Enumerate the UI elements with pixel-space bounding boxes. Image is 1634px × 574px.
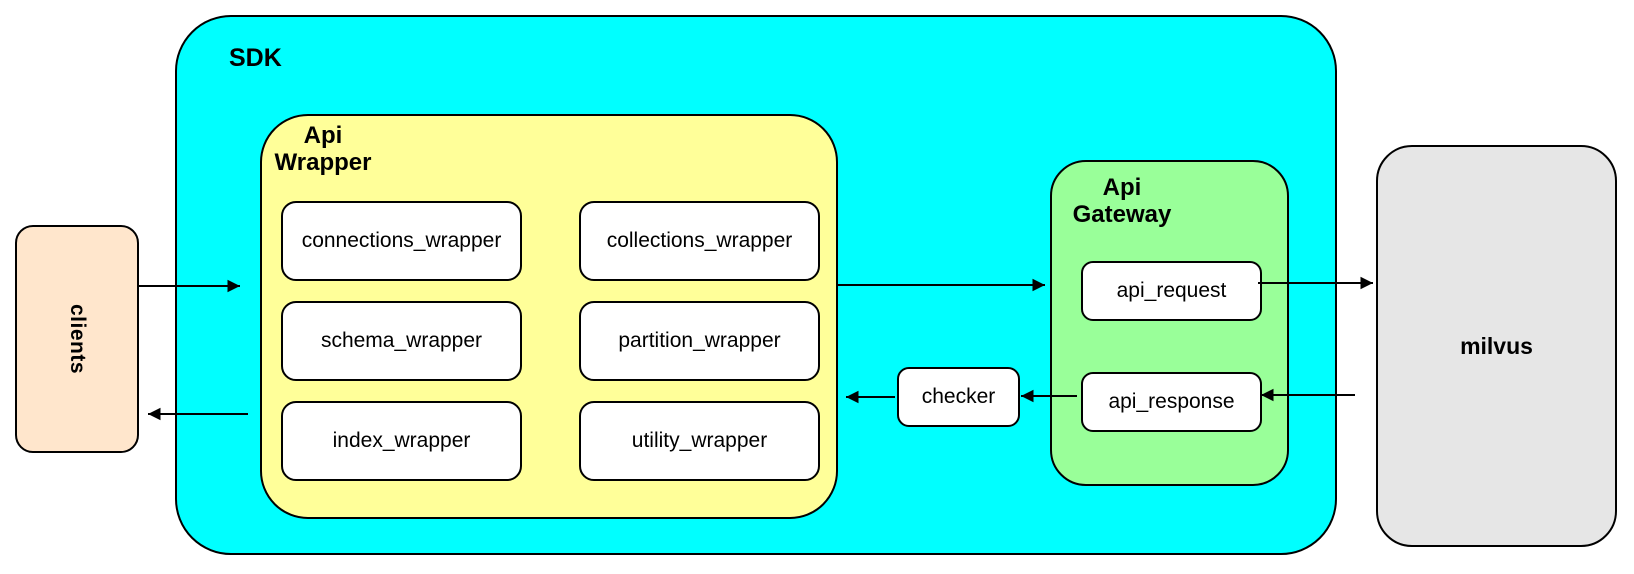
api-wrapper-label: Api Wrapper <box>268 122 378 176</box>
partition-wrapper-node: partition_wrapper <box>579 301 820 381</box>
api-wrapper-label-line2: Wrapper <box>274 149 372 176</box>
collections-wrapper-node: collections_wrapper <box>579 201 820 281</box>
connections-wrapper-node: connections_wrapper <box>281 201 522 281</box>
index-wrapper-node: index_wrapper <box>281 401 522 481</box>
api-gateway-label-line2: Gateway <box>1072 201 1172 228</box>
checker-node: checker <box>897 367 1020 427</box>
milvus-node: milvus <box>1376 145 1617 547</box>
clients-label: clients <box>66 303 89 375</box>
api-wrapper-container: Api Wrapper connections_wrapper collecti… <box>260 114 838 519</box>
api-request-node: api_request <box>1081 261 1262 321</box>
utility-wrapper-node: utility_wrapper <box>579 401 820 481</box>
clients-node: clients <box>15 225 139 453</box>
api-gateway-container: Api Gateway api_request api_response <box>1050 160 1289 486</box>
api-response-node: api_response <box>1081 372 1262 432</box>
schema-wrapper-node: schema_wrapper <box>281 301 522 381</box>
sdk-label: SDK <box>229 44 282 72</box>
api-gateway-label-line1: Api <box>1102 174 1142 201</box>
api-wrapper-label-line1: Api <box>303 122 343 149</box>
sdk-container: SDK Api Wrapper connections_wrapper coll… <box>175 15 1337 555</box>
api-gateway-label: Api Gateway <box>1062 174 1182 228</box>
